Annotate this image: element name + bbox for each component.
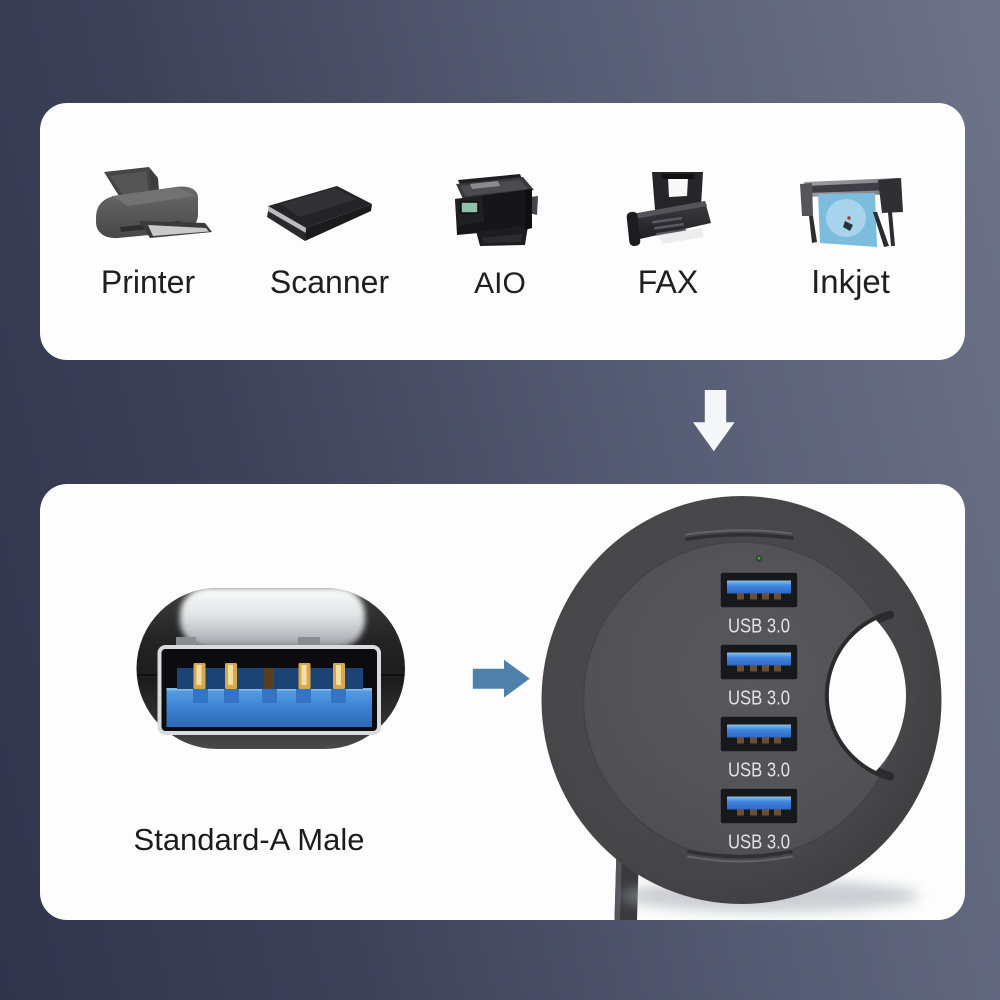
svg-text:USB 3.0: USB 3.0: [728, 688, 790, 710]
svg-text:USB 3.0: USB 3.0: [728, 760, 790, 782]
svg-text:USB 3.0: USB 3.0: [728, 616, 790, 638]
svg-text:USB 3.0: USB 3.0: [728, 832, 790, 854]
svg-text:Scanner: Scanner: [270, 264, 390, 300]
svg-text:AIO: AIO: [474, 267, 526, 300]
svg-text:Printer: Printer: [101, 264, 196, 300]
svg-text:Standard-A Male: Standard-A Male: [134, 822, 365, 857]
svg-text:Inkjet: Inkjet: [811, 263, 890, 300]
svg-text:FAX: FAX: [638, 264, 698, 300]
